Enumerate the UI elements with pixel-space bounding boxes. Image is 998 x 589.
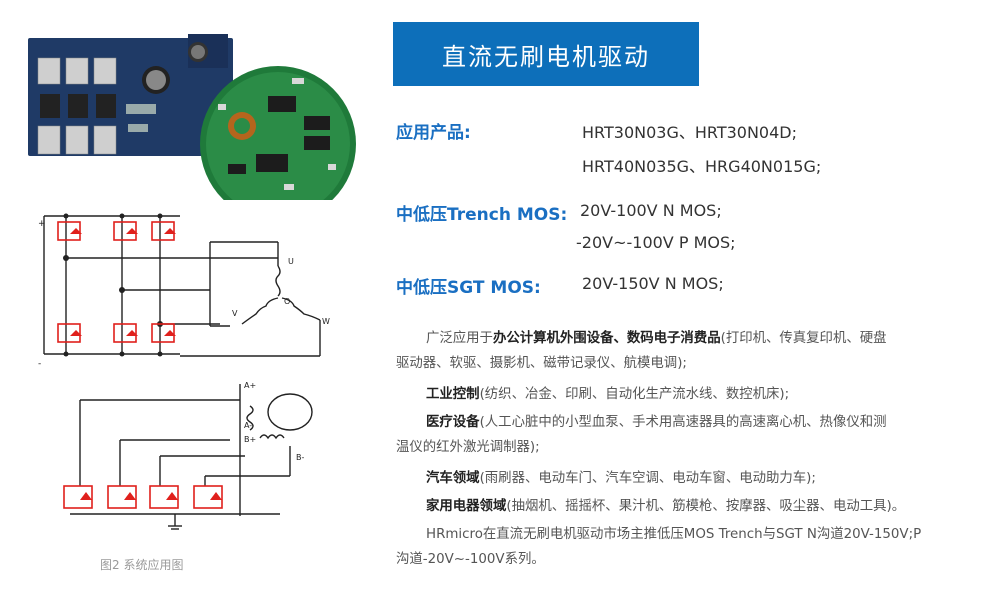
- p1-rest: (打印机、传真复印机、硬盘: [720, 331, 887, 346]
- u-label: U: [288, 257, 294, 266]
- p3-rest: (人工心脏中的小型血泵、手术用高速器具的高速离心机、热像仪和测: [479, 415, 887, 430]
- o-label: O: [284, 297, 290, 306]
- p5-bold: 家用电器领域: [426, 499, 507, 514]
- p1-prefix: 广泛应用于: [426, 331, 493, 346]
- b-minus-label: B-: [296, 453, 304, 462]
- p6-line-2: 沟道-20V~-100V系列。: [396, 552, 545, 567]
- p5-rest: (抽烟机、摇摇杯、果汁机、筋模枪、按摩器、吸尘器、电动工具)。: [506, 499, 906, 514]
- description-paragraph-6: HRmicro在直流无刷电机驱动市场主推低压MOS Trench与SGT N沟道…: [396, 522, 976, 572]
- sgt-line-1: 20V-150V N MOS;: [582, 274, 724, 293]
- p1-line-2: 驱动器、软驱、摄影机、磁带记录仪、航模电调);: [396, 356, 687, 371]
- three-phase-bridge-schematic: + - U V W O: [38, 213, 330, 369]
- description-paragraph-5: 家用电器领域(抽烟机、摇摇杯、果汁机、筋模枪、按摩器、吸尘器、电动工具)。: [396, 494, 976, 519]
- description-paragraph-2: 工业控制(纺织、冶金、印刷、自动化生产流水线、数控机床);: [396, 382, 976, 407]
- description-paragraph-1: 广泛应用于办公计算机外围设备、数码电子消费品(打印机、传真复印机、硬盘 驱动器、…: [396, 326, 976, 376]
- figure-caption: 图2 系统应用图: [100, 558, 184, 572]
- h-bridge-schematic: A+ A- B+ B-: [63, 381, 313, 530]
- figure-column: + - U V W O: [0, 0, 380, 589]
- trench-line-1: 20V-100V N MOS;: [580, 201, 722, 220]
- b-plus-label: B+: [244, 435, 256, 444]
- v-label: V: [232, 309, 238, 318]
- plus-label: +: [38, 219, 46, 229]
- minus-label: -: [38, 359, 41, 369]
- pcb-photo: [28, 34, 356, 200]
- p4-bold: 汽车领域: [426, 471, 480, 486]
- p4-rest: (雨刷器、电动车门、汽车空调、电动车窗、电动助力车);: [479, 471, 816, 486]
- application-line-2: HRT40N035G、HRG40N015G;: [582, 157, 822, 176]
- description-paragraph-3: 医疗设备(人工心脏中的小型血泵、手术用高速器具的高速离心机、热像仪和测 温仪的红…: [396, 410, 976, 460]
- p3-line-2: 温仪的红外激光调制器);: [396, 440, 540, 455]
- p2-rest: (纺织、冶金、印刷、自动化生产流水线、数控机床);: [479, 387, 790, 402]
- p3-bold: 医疗设备: [426, 415, 480, 430]
- description-paragraph-4: 汽车领域(雨刷器、电动车门、汽车空调、电动车窗、电动助力车);: [396, 466, 976, 491]
- a-minus-label: A-: [244, 421, 252, 430]
- page-title: 直流无刷电机驱动: [393, 22, 699, 86]
- p6-line-1: HRmicro在直流无刷电机驱动市场主推低压MOS Trench与SGT N沟道…: [426, 527, 922, 542]
- application-label: 应用产品:: [396, 123, 471, 143]
- w-label: W: [322, 317, 330, 326]
- a-plus-label: A+: [244, 381, 256, 390]
- trench-label: 中低压Trench MOS:: [396, 205, 568, 225]
- trench-line-2: -20V~-100V P MOS;: [576, 233, 736, 252]
- p1-bold: 办公计算机外围设备、数码电子消费品: [492, 331, 721, 346]
- application-line-1: HRT30N03G、HRT30N04D;: [582, 123, 798, 142]
- sgt-label: 中低压SGT MOS:: [396, 278, 541, 298]
- p2-bold: 工业控制: [426, 387, 480, 402]
